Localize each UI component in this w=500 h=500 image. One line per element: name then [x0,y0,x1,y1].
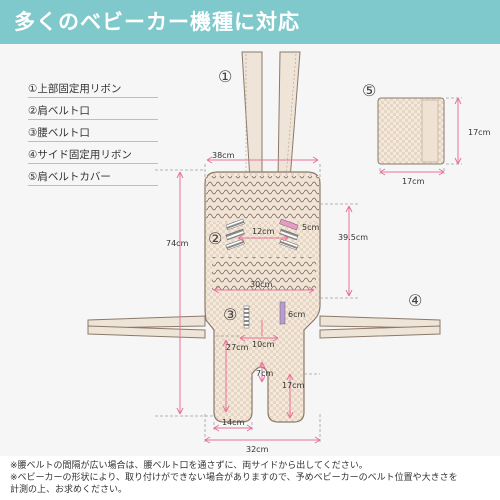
waist-slots [243,301,286,329]
knit-waist-zone [212,257,316,293]
dim-cover-height: 17cm [468,128,491,137]
dim-shoulder-span: 12cm [252,227,275,236]
dim-top-width: 38cm [212,151,235,160]
marker-2: ② [208,229,222,248]
legend-item-side-ribbon: ④サイド固定用リボン [28,149,132,161]
dim-upper-height: 39.5cm [338,233,368,242]
shoulder-slots [225,218,299,251]
legend-item-ribbon-top: ①上部固定用リボン [28,83,122,95]
dim-slit-depth: 7cm [256,369,273,378]
marker-1: ① [218,67,232,86]
guide-lines [155,97,462,442]
legend-item-waist-slot: ③腰ベルト口 [28,127,90,139]
marker-5: ⑤ [362,81,376,100]
legend-item-shoulder-cover: ⑤肩ベルトカバー [28,171,111,183]
dim-leg-height: 17cm [282,381,305,390]
stroller-pad-diagram: ① ② ③ ④ ⑤ 38cm 74cm 12cm 5cm 39.5cm 30cm… [87,51,491,454]
dim-waist-slot: 6cm [288,310,305,319]
dim-length: 74cm [166,239,189,248]
top-ribbons [241,51,301,181]
dim-foot-width: 14cm [222,418,245,427]
legend-item-shoulder-slot: ②肩ベルト口 [28,105,90,117]
dim-shoulder-slot: 5cm [302,223,319,232]
marker-3: ③ [223,305,237,324]
marker-4: ④ [408,291,422,310]
footer-note-2: ※ベビーカーの形状により、取り付けができない場合がありますので、予めベビーカーの… [10,473,458,483]
shoulder-belt-cover [377,97,445,165]
side-ribbons [87,315,441,339]
dim-bottom-width: 32cm [246,445,269,454]
legend-divider [28,97,158,98]
dim-seat-height: 27cm [226,343,249,352]
page-title: 多くのベビーカー機種に対応 [0,0,500,44]
dimension-lines [176,97,462,444]
legend-divider [28,141,158,142]
dim-slit-gap: 10cm [252,340,275,349]
legend-divider [28,185,158,186]
footer-note-3: 計測の上、お求めください。 [10,485,128,495]
legend-divider [28,163,158,164]
footer-note-1: ※腰ベルトの間隔が広い場合は、腰ベルト口を通さずに、両サイドから出してください。 [10,461,368,471]
dim-waist-width: 30cm [250,280,273,289]
dim-cover-width: 17cm [402,177,425,186]
legend-divider [28,119,158,120]
knit-shoulder-zone [206,176,319,222]
footer-notes: ※腰ベルトの間隔が広い場合は、腰ベルト口を通さずに、両サイドから出してください。… [0,456,500,500]
